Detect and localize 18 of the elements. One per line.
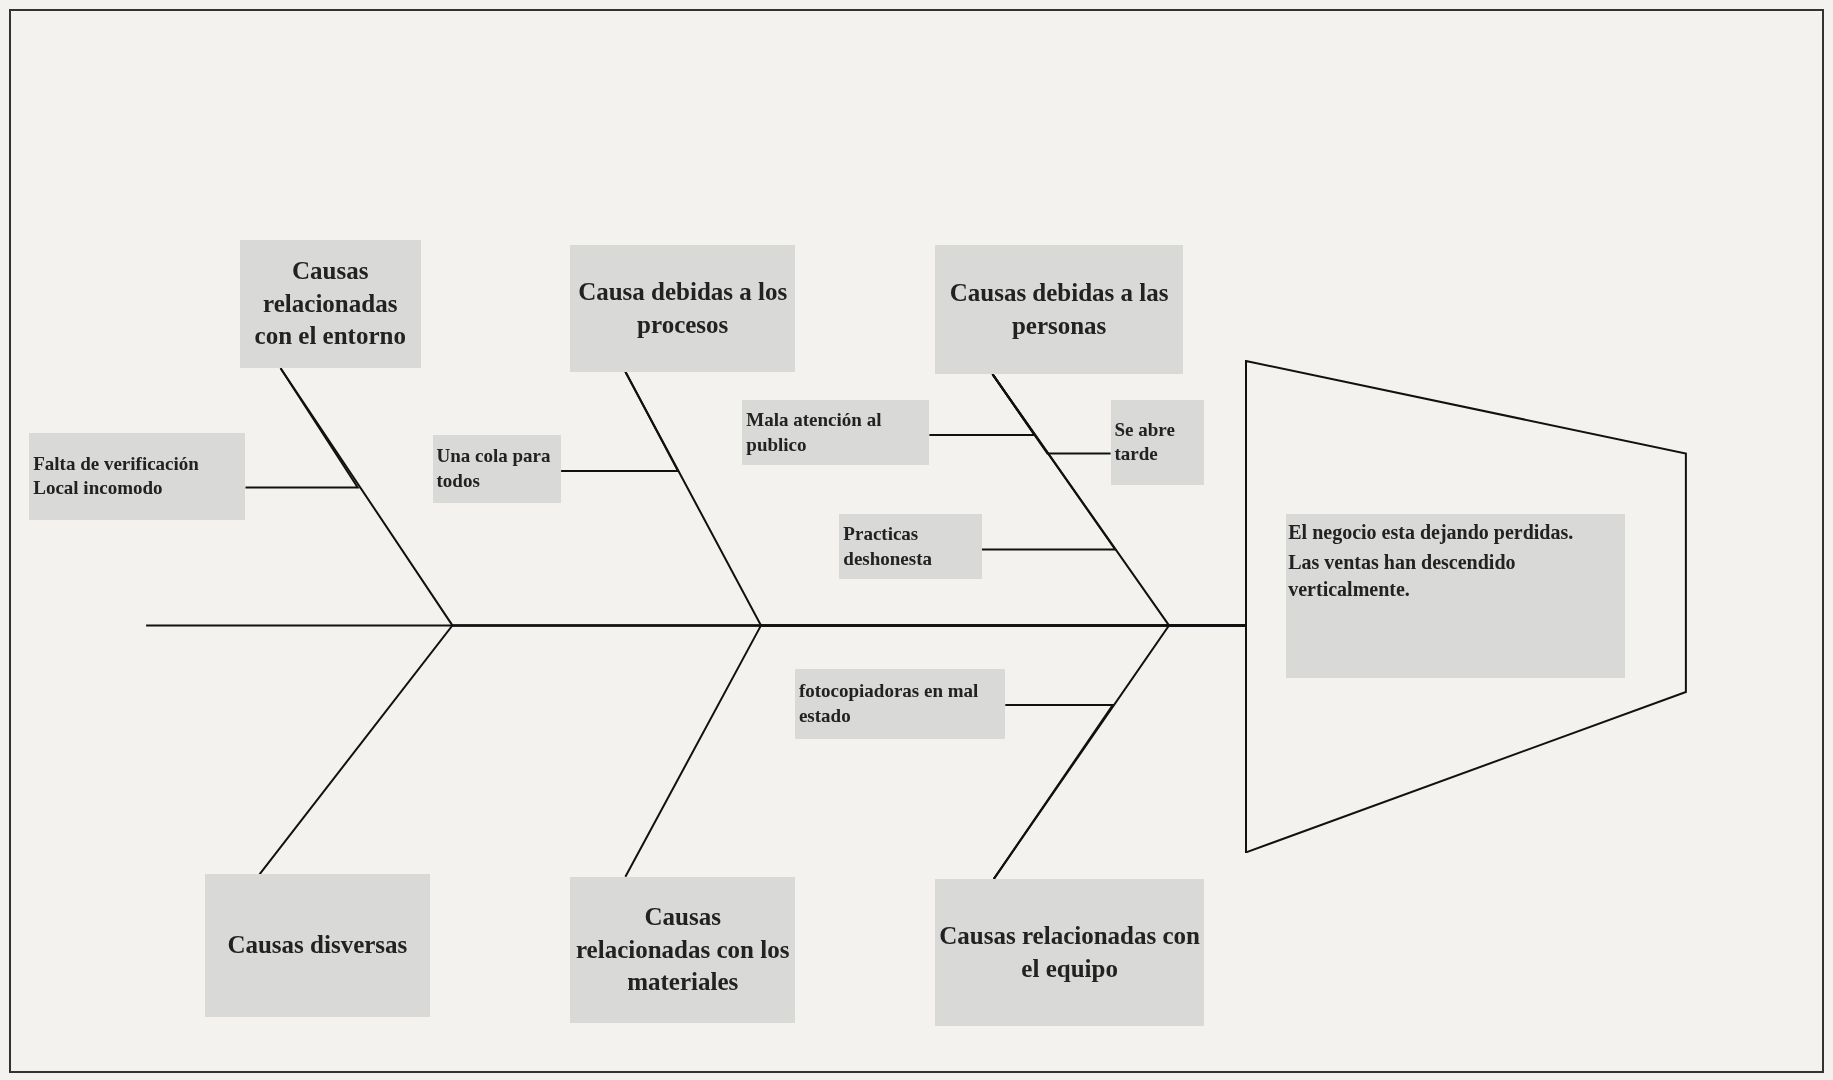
category-label: Causas relacionadas con el equipo bbox=[935, 879, 1205, 1027]
category-label: Causas relacionadas con los materiales bbox=[570, 876, 795, 1023]
cause-label: fotocopiadoras en mal estado bbox=[794, 668, 1006, 739]
sub-bone-line bbox=[992, 703, 1115, 881]
sub-bone-line bbox=[981, 373, 1118, 551]
category-label: Causas disversas bbox=[204, 874, 431, 1017]
cause-label: Una cola para todos bbox=[432, 434, 562, 503]
effect-text: El negocio esta dejando perdidas. bbox=[1288, 520, 1575, 546]
cause-label: Falta de verificación Local incomodo bbox=[29, 432, 246, 521]
sub-bone-line bbox=[560, 370, 680, 473]
effect-text: Las ventas han descendido verticalmente. bbox=[1288, 550, 1517, 603]
sub-bone-line bbox=[244, 367, 360, 489]
category-label: Causas debidas a las personas bbox=[935, 245, 1184, 375]
cause-label: Mala atención al publico bbox=[742, 399, 930, 466]
cause-label: Practicas deshonesta bbox=[839, 514, 982, 579]
cause-label: Se abre tarde bbox=[1110, 399, 1205, 486]
category-label: Causas relacionadas con el entorno bbox=[239, 239, 421, 369]
category-label: Causa debidas a los procesos bbox=[570, 245, 795, 372]
